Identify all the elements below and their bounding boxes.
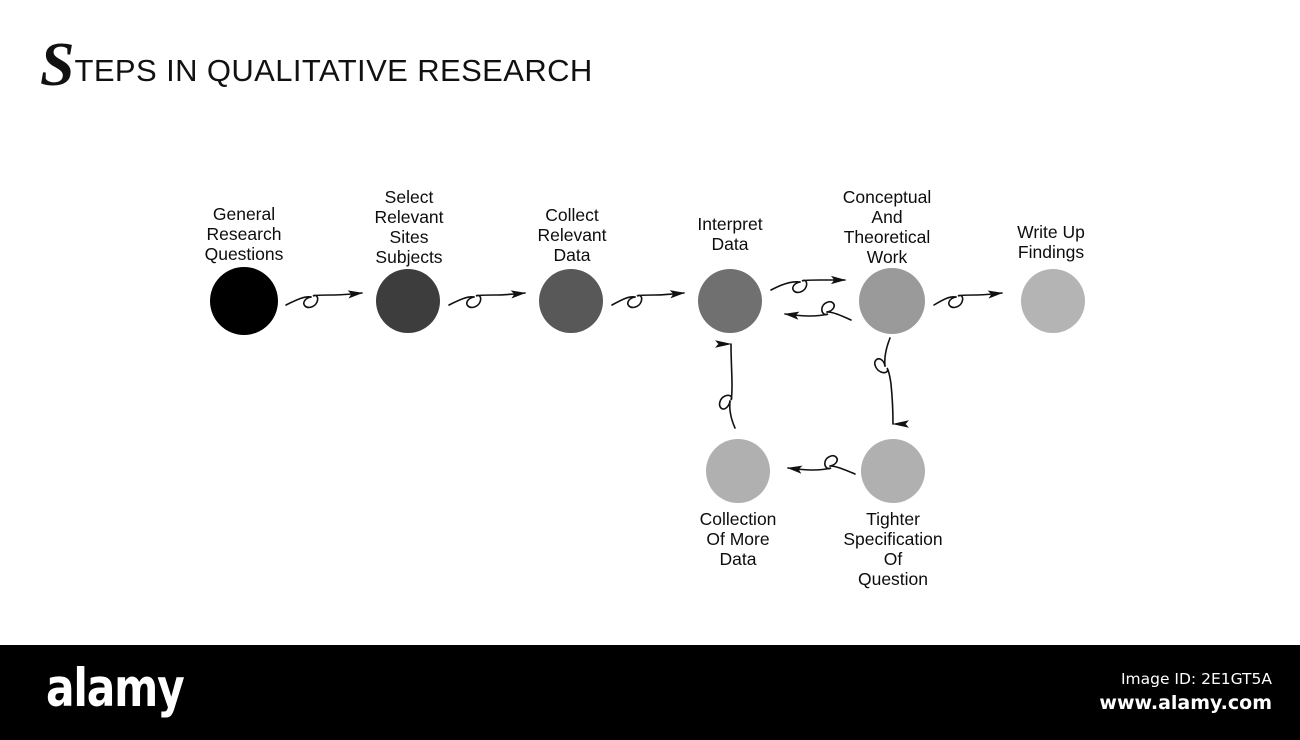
edge-conceptual-to-tighter-arrow (874, 337, 910, 428)
image-id-text: Image ID: 2E1GT5A (1120, 670, 1272, 688)
label-select-relevant-sites: Select Relevant Sites Subjects (374, 187, 444, 267)
node-conceptual-theoretical-work (859, 268, 925, 334)
edge-tighter-to-collection-arrow (787, 455, 856, 475)
edge-general-to-select-arrow (285, 290, 363, 309)
title-dropcap: S (40, 31, 74, 99)
diagram-svg (210, 267, 1085, 503)
node-collect-relevant-data (539, 269, 603, 333)
diagram-nodes (210, 267, 1085, 503)
label-collect-relevant-data: Collect Relevant Data (537, 205, 607, 265)
label-tighter-specification: Tighter Specification Of Question (843, 509, 943, 589)
edge-conceptual-to-interpret-arrow (784, 301, 852, 321)
label-conceptual-theoretical-work: Conceptual And Theoretical Work (842, 187, 932, 267)
node-collection-of-more-data (706, 439, 770, 503)
title-text: TEPS IN QUALITATIVE RESEARCH (74, 53, 593, 88)
edge-collect-to-interpret-arrow (611, 290, 685, 309)
edge-select-to-collect-arrow (448, 290, 526, 309)
edge-collection-to-interpret-arrow (714, 340, 736, 429)
watermark-info: Image ID: 2E1GT5A www.alamy.com (1099, 669, 1272, 715)
node-tighter-specification (861, 439, 925, 503)
node-interpret-data (698, 269, 762, 333)
qualitative-research-flow-diagram: General Research Questions Select Releva… (204, 187, 1085, 589)
label-interpret-data: Interpret Data (697, 214, 763, 254)
edge-interpret-to-conceptual-arrow (770, 275, 846, 294)
label-general-research-questions: General Research Questions (204, 204, 284, 264)
node-general-research-questions (210, 267, 278, 335)
alamy-watermark-bar: alamy Image ID: 2E1GT5A www.alamy.com (0, 645, 1300, 740)
alamy-url-text: www.alamy.com (1099, 692, 1272, 714)
node-write-up-findings (1021, 269, 1085, 333)
label-write-up-findings: Write Up Findings (1017, 222, 1085, 262)
node-select-relevant-sites (376, 269, 440, 333)
edge-conceptual-to-writeup-arrow (933, 290, 1003, 309)
label-collection-of-more-data: Collection Of More Data (699, 509, 777, 569)
diagram-edges (285, 275, 1003, 475)
alamy-logo: alamy (46, 658, 185, 719)
